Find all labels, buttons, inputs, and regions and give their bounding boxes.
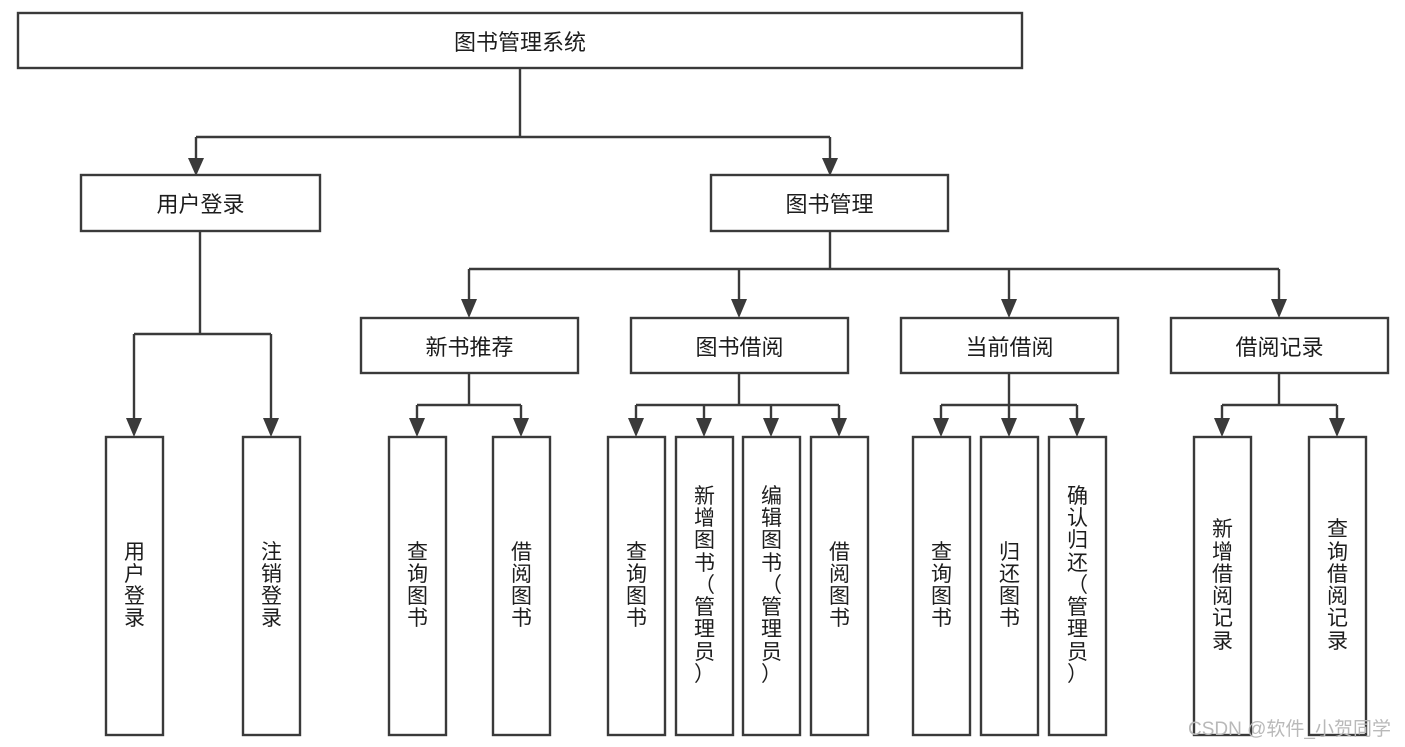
connector-borrow-record-to-leaves bbox=[1220, 373, 1339, 420]
arrow-to-new-book-recommend bbox=[461, 299, 477, 318]
arrow-to-borrow-record bbox=[1271, 299, 1287, 318]
arrow-to-leaf-query-book-3 bbox=[933, 418, 949, 437]
arrow-to-leaf-query-borrow-record bbox=[1329, 418, 1345, 437]
node-book-borrow-box[interactable] bbox=[629, 316, 850, 375]
arrow-to-user-login bbox=[188, 158, 204, 176]
connector-user-login-to-leaves bbox=[132, 231, 273, 420]
node-leaf-borrow-book-1-box[interactable] bbox=[491, 435, 552, 737]
node-leaf-logout-login-box[interactable] bbox=[241, 435, 302, 737]
node-leaf-add-book-admin-box[interactable] bbox=[674, 435, 735, 737]
node-current-borrow-box[interactable] bbox=[899, 316, 1120, 375]
arrow-to-leaf-return-book bbox=[1001, 418, 1017, 437]
connector-root-to-level2 bbox=[194, 68, 832, 160]
arrow-to-leaf-add-borrow-record bbox=[1214, 418, 1230, 437]
connector-book-borrow-to-leaves bbox=[634, 373, 841, 420]
node-leaf-return-book-box[interactable] bbox=[979, 435, 1040, 737]
node-leaf-add-borrow-record-box[interactable] bbox=[1192, 435, 1253, 737]
node-leaf-edit-book-admin-box[interactable] bbox=[741, 435, 802, 737]
node-book-manage-box[interactable] bbox=[709, 173, 950, 233]
connector-new-book-recommend-to-leaves bbox=[415, 373, 523, 420]
arrow-to-leaf-borrow-book-2 bbox=[831, 418, 847, 437]
connector-book-manage-to-level3 bbox=[467, 231, 1281, 301]
connector-current-borrow-to-leaves bbox=[939, 373, 1079, 420]
node-new-book-recommend-box[interactable] bbox=[359, 316, 580, 375]
node-leaf-query-borrow-record-box[interactable] bbox=[1307, 435, 1368, 737]
csdn-watermark: CSDN @软件_小贺同学 bbox=[1188, 719, 1391, 740]
arrow-to-book-manage bbox=[822, 158, 838, 176]
arrow-to-book-borrow bbox=[731, 299, 747, 318]
arrow-to-leaf-edit-book-admin bbox=[763, 418, 779, 437]
arrow-to-leaf-query-book-2 bbox=[628, 418, 644, 437]
arrow-to-leaf-user-login bbox=[126, 418, 142, 437]
arrow-to-current-borrow bbox=[1001, 299, 1017, 318]
arrow-to-leaf-borrow-book-1 bbox=[513, 418, 529, 437]
node-root-box[interactable] bbox=[16, 11, 1024, 70]
arrow-to-leaf-query-book-1 bbox=[409, 418, 425, 437]
node-leaf-confirm-return-admin-box[interactable] bbox=[1047, 435, 1108, 737]
node-leaf-query-book-1-box[interactable] bbox=[387, 435, 448, 737]
node-leaf-user-login-box[interactable] bbox=[104, 435, 165, 737]
arrow-to-leaf-logout-login bbox=[263, 418, 279, 437]
arrow-to-leaf-confirm-return-admin bbox=[1069, 418, 1085, 437]
node-borrow-record-box[interactable] bbox=[1169, 316, 1390, 375]
arrow-to-leaf-add-book-admin bbox=[696, 418, 712, 437]
node-user-login-box[interactable] bbox=[79, 173, 322, 233]
node-leaf-query-book-2-box[interactable] bbox=[606, 435, 667, 737]
node-leaf-borrow-book-2-box[interactable] bbox=[809, 435, 870, 737]
node-leaf-query-book-3-box[interactable] bbox=[911, 435, 972, 737]
